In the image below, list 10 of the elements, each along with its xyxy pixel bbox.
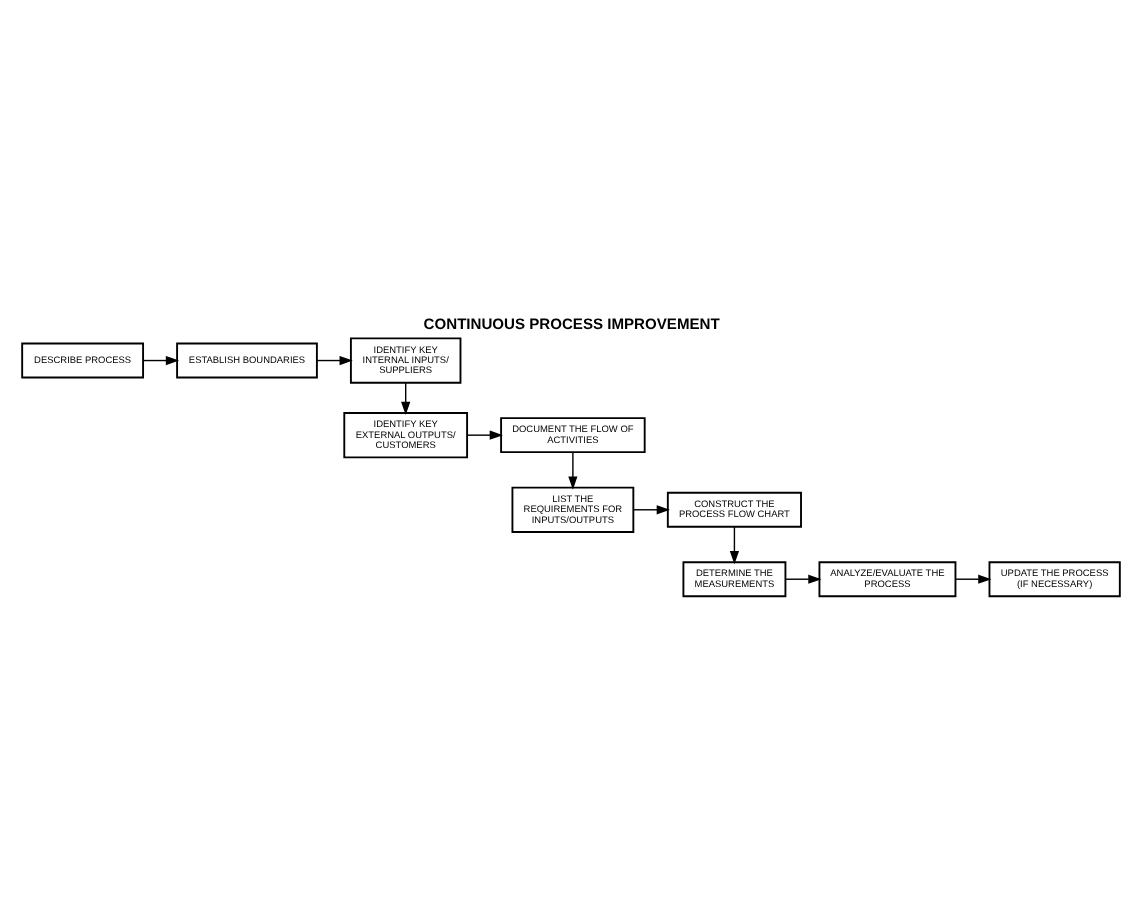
arrow: [142, 354, 180, 365]
arrow: [466, 429, 503, 439]
arrow: [401, 381, 411, 415]
arrow: [784, 573, 822, 583]
arrow: [316, 354, 353, 365]
arrow: [568, 450, 578, 489]
arrow: [632, 504, 670, 514]
diagram-title: CONTINUOUS PROCESS IMPROVEMENT: [423, 313, 720, 332]
arrow: [729, 525, 740, 564]
arrow: [955, 573, 992, 583]
